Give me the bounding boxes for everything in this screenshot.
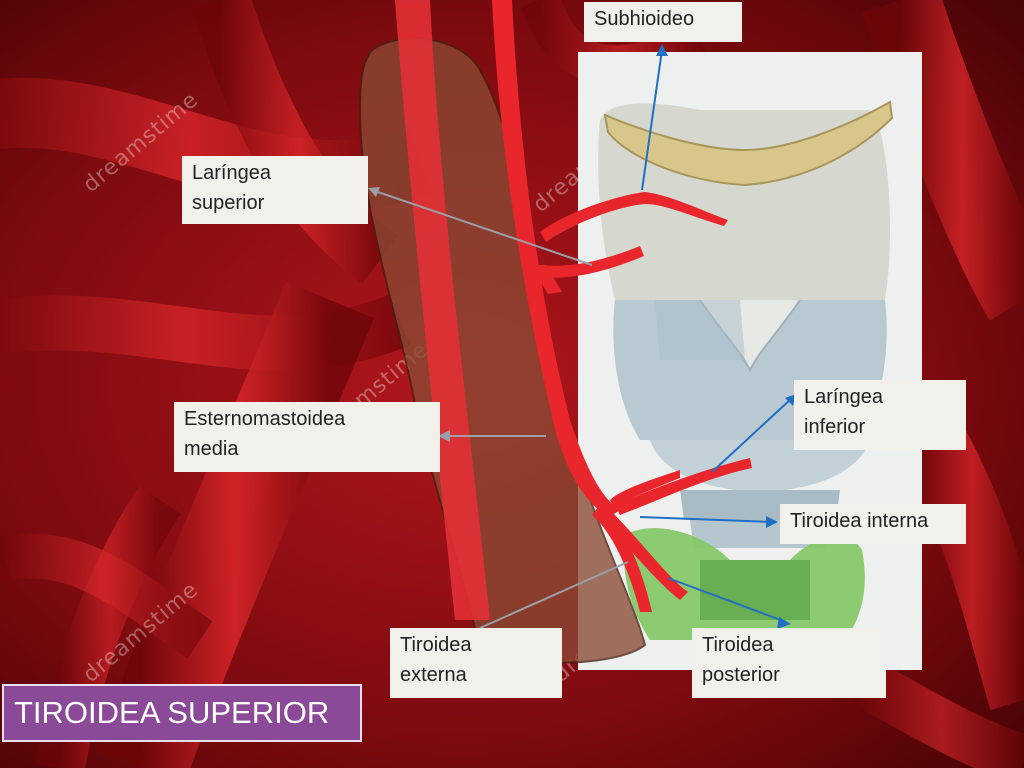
pointer-laringea-superior <box>371 189 593 266</box>
label-tiroidea-externa-line1: Tiroidea <box>400 634 472 656</box>
label-tiroidea-posterior: Tiroidea posterior <box>692 628 886 698</box>
label-subhioideo: Subhioideo <box>584 2 742 42</box>
carotid-artery <box>395 0 490 620</box>
label-esternomastoidea-media: Esternomastoidea media <box>174 402 440 472</box>
arrowhead-tiroidea-interna <box>766 516 778 528</box>
arrowhead-laringea-superior <box>368 187 380 197</box>
label-tiroidea-interna-text: Tiroidea interna <box>790 510 929 532</box>
label-tiroidea-posterior-line1: Tiroidea <box>702 634 774 656</box>
external-carotid-artery <box>492 0 620 518</box>
label-tiroidea-interna: Tiroidea interna <box>780 504 966 544</box>
label-tiroidea-externa: Tiroidea externa <box>390 628 562 698</box>
label-subhioideo-text: Subhioideo <box>594 8 695 30</box>
pointer-lines <box>368 44 796 629</box>
pointer-subhioideo <box>641 49 663 191</box>
arrowhead-esternomastoidea <box>438 430 450 442</box>
arrowhead-subhioideo <box>656 44 668 56</box>
arrowhead-laringea-inferior <box>785 394 796 406</box>
label-tiroidea-posterior-line2: posterior <box>702 664 780 686</box>
label-esternomastoidea-line1: Esternomastoidea <box>184 408 346 430</box>
pointer-laringea-inferior <box>711 397 793 473</box>
larynx-illustration <box>598 100 894 640</box>
pointer-tiroidea-externa <box>479 561 629 629</box>
superior-thyroid-artery <box>530 192 752 612</box>
label-laringea-inferior-line2: inferior <box>804 416 866 438</box>
label-esternomastoidea-line2: media <box>184 438 239 460</box>
label-laringea-superior: Laríngea superior <box>182 156 368 224</box>
arrowhead-tiroidea-posterior <box>777 617 791 629</box>
label-laringea-inferior: Laríngea inferior <box>794 380 966 450</box>
label-laringea-superior-line2: superior <box>192 192 265 214</box>
slide-title: TIROIDEA SUPERIOR <box>2 684 362 742</box>
label-laringea-superior-line1: Laríngea <box>192 162 271 184</box>
pointer-tiroidea-posterior <box>667 577 787 623</box>
pointer-tiroidea-interna <box>639 516 773 523</box>
label-tiroidea-externa-line2: externa <box>400 664 467 686</box>
label-laringea-inferior-line1: Laríngea <box>804 386 883 408</box>
